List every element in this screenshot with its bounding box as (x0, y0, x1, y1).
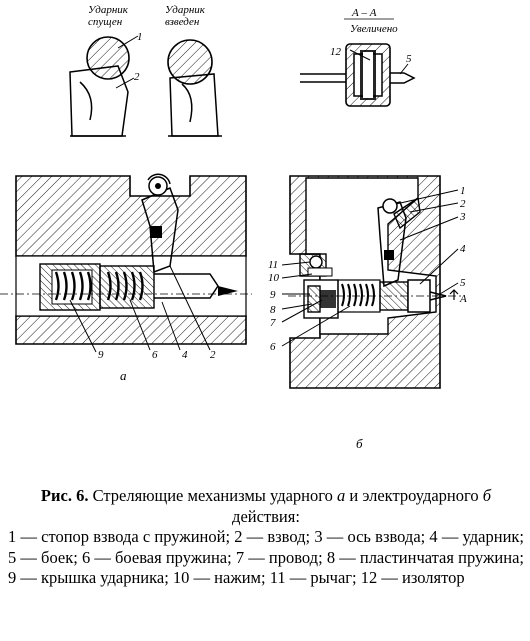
label-b-num-2: 2 (460, 198, 466, 210)
caption-title-part3: действия: (232, 506, 300, 526)
label-fig-a: а (120, 368, 127, 383)
caption-title: Рис. 6. Стреляющие механизмы ударного а … (8, 486, 524, 527)
label-a-num-2: 2 (210, 349, 216, 361)
label-released-line1: Ударник (88, 4, 129, 16)
figure-caption: Рис. 6. Стреляющие механизмы ударного а … (8, 486, 524, 589)
label-b-num-7: 7 (270, 317, 276, 329)
caption-fig-number: Рис. 6. (40, 486, 89, 505)
section-aa-subtitle: Увеличено (350, 23, 398, 35)
label-cocked-line2: взведен (165, 16, 200, 28)
label-cocked-line1: Ударник (165, 4, 206, 16)
section-aa-title: А – А (351, 7, 377, 19)
label-num-5-aa: 5 (406, 53, 412, 65)
section-aa: А – А Увеличено 12 5 (300, 7, 416, 107)
label-b-num-8: 8 (270, 304, 276, 316)
caption-title-part2: и электроударного (345, 486, 483, 505)
label-b-num-11: 11 (268, 259, 278, 271)
detail-striker-released: Ударник спущен 1 2 (69, 4, 143, 137)
label-b-num-6: 6 (270, 341, 276, 353)
label-b-num-4: 4 (460, 243, 466, 255)
label-fig-b: б (356, 436, 363, 451)
figure-b-mechanism: А 1 2 3 4 5 11 10 9 8 7 6 б (268, 175, 467, 451)
label-num-2-top: 2 (134, 71, 140, 83)
label-b-num-9: 9 (270, 289, 276, 301)
label-released-line2: спущен (88, 16, 123, 28)
label-num-1-top: 1 (137, 31, 143, 43)
technical-drawing: Ударник спущен 1 2 Ударник взведен А – А… (0, 4, 467, 451)
caption-letter-b: б (482, 486, 492, 505)
label-a-num-9: 9 (98, 349, 104, 361)
label-b-num-3: 3 (459, 211, 466, 223)
caption-legend: 1 — стопор взвода с пружиной; 2 — взвод;… (8, 527, 524, 587)
figure-a-mechanism: 9 6 4 2 а (0, 173, 252, 383)
caption-title-part1: Стреляющие механизмы ударного (88, 486, 337, 505)
label-a-num-6: 6 (152, 349, 158, 361)
label-num-12: 12 (330, 46, 342, 58)
label-b-num-1: 1 (460, 185, 466, 197)
caption-letter-a: а (337, 486, 346, 505)
label-b-num-5: 5 (460, 277, 466, 289)
detail-striker-cocked: Ударник взведен (165, 4, 222, 137)
label-a-num-4: 4 (182, 349, 188, 361)
label-b-arrow-A: А (459, 293, 467, 305)
label-b-num-10: 10 (268, 272, 280, 284)
